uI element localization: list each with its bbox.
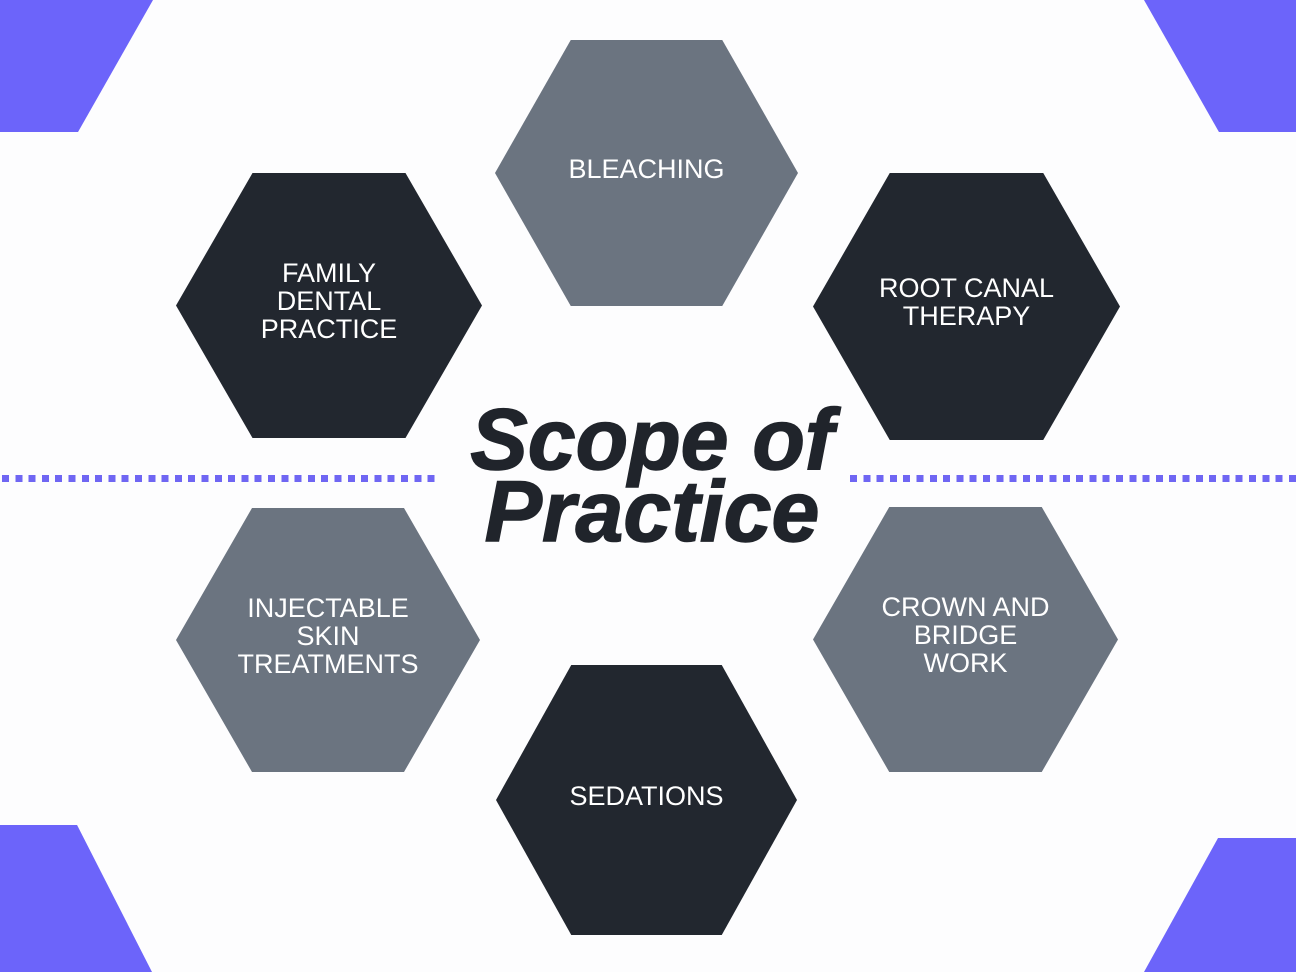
label-line: BLEACHING <box>568 153 725 184</box>
page-title: Scope of Practice <box>352 392 952 560</box>
label-line: INJECTABLE <box>247 592 409 623</box>
label-line: THERAPY <box>902 301 1031 331</box>
page-title-line-2: Practice <box>484 464 820 560</box>
hexagon-root-canal-therapy: ROOT CANAL THERAPY <box>813 173 1120 440</box>
hexagon-injectable-skin-treatments: INJECTABLE SKIN TREATMENTS <box>176 508 480 772</box>
label-line: BRIDGE <box>913 620 1018 650</box>
hexagon-sedations: SEDATIONS <box>496 665 797 935</box>
label-line: DENTAL <box>276 286 382 316</box>
corner-accent-top-left <box>0 0 153 132</box>
label-line: CROWN AND <box>881 592 1050 622</box>
label-line: FAMILY <box>281 258 377 288</box>
label-line: ROOT CANAL <box>878 273 1055 303</box>
hexagon-bleaching-label: BLEACHING <box>568 155 724 183</box>
label-line: SEDATIONS <box>569 780 724 811</box>
label-line: WORK <box>923 648 1008 678</box>
hexagon-sedations-label: SEDATIONS <box>569 782 723 810</box>
label-line: TREATMENTS <box>237 648 419 679</box>
dotted-divider-right <box>850 475 1296 482</box>
hexagon-bleaching: BLEACHING <box>495 40 798 306</box>
dotted-divider-left <box>2 475 438 482</box>
hexagon-family-dental-practice-label: FAMILY DENTAL PRACTICE <box>261 259 398 343</box>
hexagon-family-dental-practice: FAMILY DENTAL PRACTICE <box>176 173 482 438</box>
hexagon-injectable-skin-treatments-label: INJECTABLE SKIN TREATMENTS <box>238 594 419 678</box>
page-title-line-1: Scope of <box>470 392 835 488</box>
corner-accent-bottom-right <box>1144 838 1296 972</box>
corner-accent-top-right <box>1144 0 1296 132</box>
label-line: SKIN <box>296 620 360 651</box>
label-line: PRACTICE <box>260 314 398 344</box>
hexagon-root-canal-therapy-label: ROOT CANAL THERAPY <box>879 274 1054 330</box>
corner-accent-bottom-left <box>0 825 152 972</box>
hexagon-crown-and-bridge-work-label: CROWN AND BRIDGE WORK <box>882 593 1050 677</box>
